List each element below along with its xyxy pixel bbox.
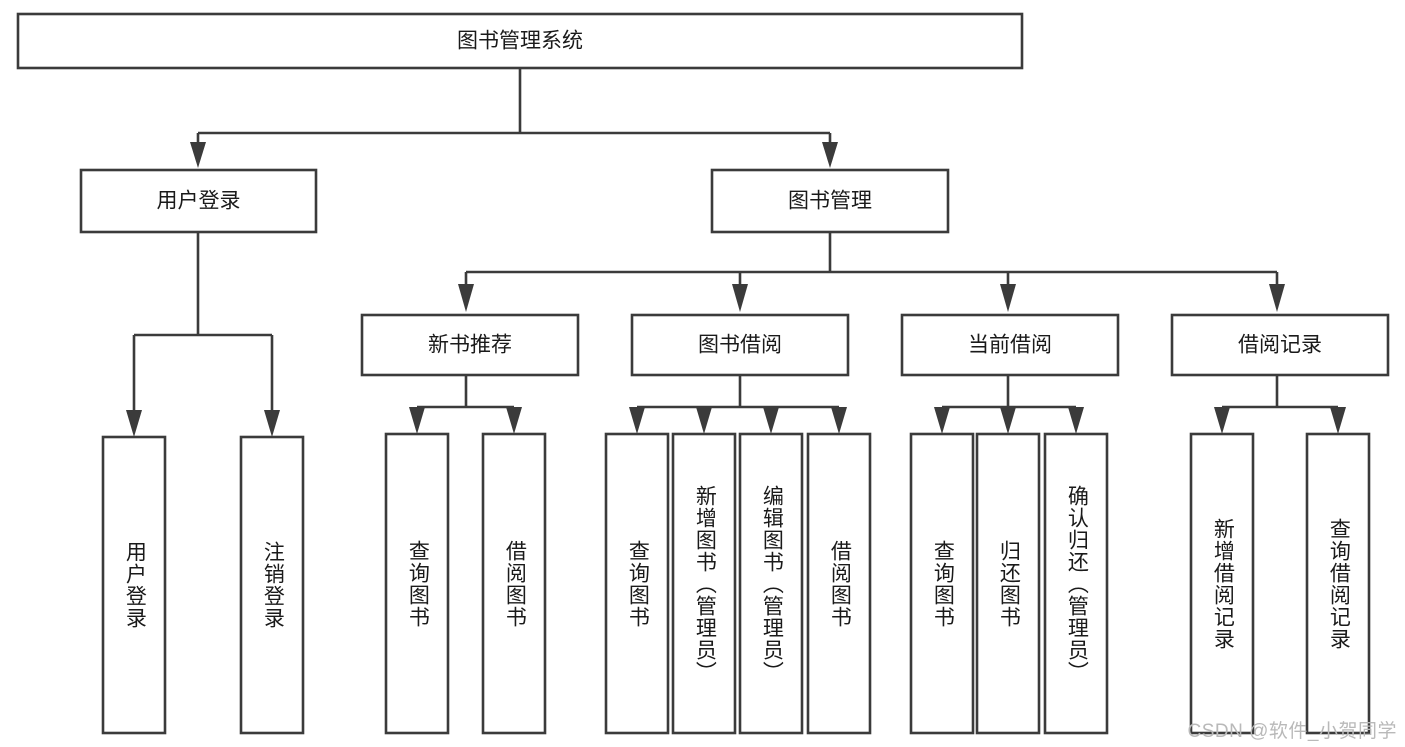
node-borrow-record-label: 借阅记录 — [1238, 334, 1322, 357]
node-user-login-box[interactable] — [79, 168, 318, 234]
leaf-box-cb-return-book[interactable] — [975, 432, 1041, 735]
leaf-box-cb-query-book[interactable] — [909, 432, 975, 735]
leaf-box-br-query-record[interactable] — [1305, 432, 1371, 735]
node-book-management-label: 图书管理 — [788, 190, 872, 213]
arrow-leaf-bb-edit — [763, 407, 779, 434]
arrow-borrow-record — [1269, 284, 1285, 312]
arrow-leaf-bb-add — [696, 407, 712, 434]
connectors-user-login-leaves — [126, 232, 280, 437]
arrow-leaf-user-login — [126, 410, 142, 437]
node-user-login-label: 用户登录 — [157, 190, 241, 213]
leaf-box-user-login[interactable] — [101, 435, 167, 735]
arrow-leaf-bb-borrow — [831, 407, 847, 434]
arrow-leaf-cb-query — [934, 407, 950, 434]
node-root-label: 图书管理系统 — [457, 30, 583, 53]
node-current-borrow-label: 当前借阅 — [968, 334, 1052, 357]
connectors-book-mgmt-to-level3 — [458, 232, 1285, 312]
arrow-leaf-cb-confirm — [1068, 407, 1084, 434]
leaf-box-bb-query-book[interactable] — [604, 432, 670, 735]
leaf-box-bb-add-book[interactable] — [671, 432, 737, 735]
arrow-leaf-br-add — [1214, 407, 1230, 434]
arrow-leaf-bb-query — [629, 407, 645, 434]
node-root-box[interactable] — [16, 12, 1024, 70]
connectors-borrow-record-leaves — [1214, 375, 1346, 434]
connectors-new-book-leaves — [409, 375, 522, 434]
arrow-leaf-nb-query — [409, 407, 425, 434]
node-book-borrow-label: 图书借阅 — [698, 334, 782, 357]
connectors-book-borrow-leaves — [629, 375, 847, 434]
arrow-new-book — [458, 284, 474, 312]
node-new-book-recommend-label: 新书推荐 — [428, 334, 512, 357]
connectors-current-borrow-leaves — [934, 375, 1084, 434]
node-book-management-box[interactable] — [710, 168, 950, 234]
leaf-box-logout[interactable] — [239, 435, 305, 735]
arrow-leaf-nb-borrow — [506, 407, 522, 434]
arrow-book-mgmt — [822, 142, 838, 168]
node-new-book-recommend-box[interactable] — [360, 313, 580, 377]
node-current-borrow-box[interactable] — [900, 313, 1120, 377]
arrow-book-borrow — [732, 284, 748, 312]
leaf-box-br-add-record[interactable] — [1189, 432, 1255, 735]
leaf-box-bb-edit-book[interactable] — [738, 432, 804, 735]
watermark-text: CSDN @软件_小贺同学 — [1187, 721, 1397, 742]
connectors-root-to-level2 — [190, 68, 838, 168]
arrow-leaf-cb-return — [1000, 407, 1016, 434]
arrow-leaf-logout — [264, 410, 280, 437]
node-book-borrow-box[interactable] — [630, 313, 850, 377]
arrow-current-borrow — [1000, 284, 1016, 312]
leaf-box-nb-borrow-book[interactable] — [481, 432, 547, 735]
node-borrow-record-box[interactable] — [1170, 313, 1390, 377]
leaf-box-bb-borrow-book[interactable] — [806, 432, 872, 735]
leaf-box-cb-confirm-return[interactable] — [1043, 432, 1109, 735]
arrow-leaf-br-query — [1330, 407, 1346, 434]
leaf-box-nb-query-book[interactable] — [384, 432, 450, 735]
arrow-user-login — [190, 142, 206, 168]
